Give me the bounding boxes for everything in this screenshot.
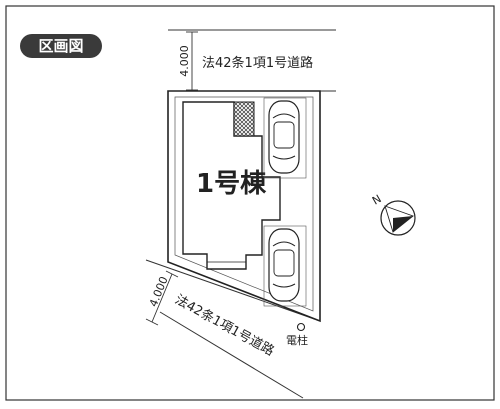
car-icon — [268, 228, 300, 302]
parking-space-bottom — [263, 225, 307, 307]
plan-badge-background — [20, 34, 102, 58]
top-road-width-label: 4.000 — [178, 45, 191, 77]
bottom-road-boundary — [145, 259, 321, 322]
outer-frame — [5, 5, 495, 401]
bottom-road-edge — [159, 311, 304, 399]
parking-space-top — [263, 97, 307, 179]
north-compass: N — [370, 192, 416, 236]
car-icon — [268, 100, 300, 174]
plan-badge: 区画図 — [20, 34, 102, 58]
building-footprint: 1号棟 — [182, 101, 281, 270]
bottom-road-width-dimension: 4.000 — [145, 270, 179, 326]
lot-boundary — [167, 90, 321, 323]
utility-pole-label: 電柱 — [286, 333, 308, 347]
top-road-label: 法42条1項1号道路 — [202, 55, 313, 71]
utility-pole-icon — [296, 322, 306, 332]
top-road-width-dimension: 4.000 — [178, 31, 198, 91]
top-road: 4.000 法42条1項1号道路 — [168, 29, 336, 92]
bottom-road-width-label: 4.000 — [147, 275, 171, 309]
entrance-hatched-area — [233, 101, 255, 137]
plan-badge-label: 区画図 — [38, 37, 83, 55]
building-label: 1号棟 — [196, 169, 267, 199]
compass-north-label: N — [370, 192, 384, 207]
utility-pole: 電柱 — [286, 322, 308, 347]
lot-setback-line — [174, 96, 314, 312]
bottom-road-label: 法42条1項1号道路 — [172, 292, 277, 360]
